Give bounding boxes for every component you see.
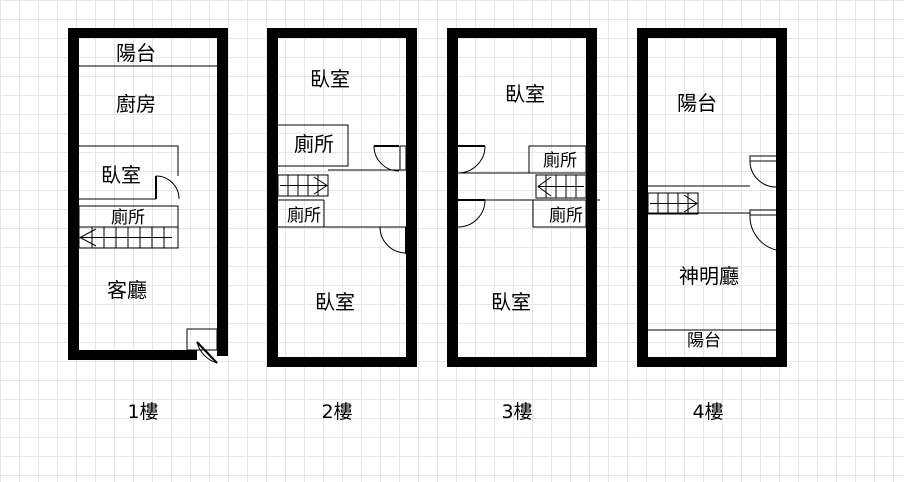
floor-2-wall-left bbox=[267, 28, 278, 367]
floor-3-wall-right bbox=[586, 28, 597, 367]
floor-3-door-a-swing bbox=[457, 145, 486, 174]
floor-2-toilet-b-label: 廁所 bbox=[287, 205, 321, 226]
floor-3-plan: 臥室 廁所 廁所 臥室 bbox=[447, 28, 600, 367]
floor-1-caption: 1樓 bbox=[127, 401, 158, 423]
floor-3-wall-bottom bbox=[447, 357, 597, 367]
floor-4-wall-right bbox=[776, 28, 787, 367]
floor-2-caption: 2樓 bbox=[321, 401, 352, 423]
floor-1-plan: 陽台 廚房 臥室 廁所 客廳 bbox=[68, 28, 228, 364]
floor-1-kitchen-label: 廚房 bbox=[116, 92, 156, 116]
floor-2-toilet-a-partition bbox=[278, 124, 349, 167]
floor-4-balcony-back-label: 陽台 bbox=[687, 331, 721, 351]
floor-2-door-a-frame bbox=[399, 145, 407, 171]
floor-3-door-b-swing bbox=[457, 199, 486, 228]
floor-4-door-b-swing bbox=[749, 214, 777, 251]
floor-4-wall-top bbox=[637, 28, 787, 38]
floor-1-entrance-door-swing bbox=[196, 341, 218, 364]
floor-2-bedroom-front-label: 臥室 bbox=[310, 67, 350, 91]
floor-1-wall-left bbox=[68, 28, 79, 360]
floor-2-bedroom-back-label: 臥室 bbox=[315, 290, 355, 314]
floor-2-wall-right bbox=[406, 28, 417, 367]
floor-4-wall-bottom bbox=[637, 357, 787, 367]
floor-2-wall-top bbox=[267, 28, 417, 38]
floor-4-shrine-hall-label: 神明廳 bbox=[679, 264, 739, 288]
floor-1-bedroom-door-swing bbox=[155, 175, 180, 200]
floor-2-plan: 臥室 廁所 廁所 臥室 bbox=[267, 28, 417, 367]
floor-2-toilet-a-label: 廁所 bbox=[294, 132, 334, 156]
floor-1-bedroom-label: 臥室 bbox=[101, 163, 141, 187]
floor-2-door-b-swing bbox=[379, 226, 407, 254]
floor-3-toilet-a-label: 廁所 bbox=[543, 150, 577, 171]
floor-1-balcony-label: 陽台 bbox=[116, 41, 156, 65]
floor-1-entrance-door bbox=[196, 341, 218, 364]
floor-3-wall-top bbox=[447, 28, 597, 38]
floor-3-toilet-a bbox=[528, 145, 587, 174]
floor-3-bedroom-back-label: 臥室 bbox=[491, 290, 531, 314]
floor-4-door-a-swing bbox=[749, 160, 777, 188]
floor-1-wall-top bbox=[68, 28, 228, 38]
floor-3-caption: 3樓 bbox=[501, 401, 532, 423]
floor-3-stair-block bbox=[535, 174, 587, 199]
floor-2-wall-bottom bbox=[267, 357, 417, 367]
floor-1-living-label: 客廳 bbox=[107, 278, 147, 302]
floor-1-wall-right bbox=[217, 28, 228, 356]
floor-4-wall-left bbox=[637, 28, 648, 367]
floor-1-wall-bottom bbox=[68, 350, 197, 360]
floor-1-bedroom-partition bbox=[79, 145, 179, 176]
floor-4-door-a-frame bbox=[749, 155, 779, 162]
floor-3-toilet-b bbox=[532, 199, 587, 228]
floor-4-door-b-frame bbox=[749, 209, 779, 216]
floor-3-wall-left bbox=[447, 28, 458, 367]
floor-4-plan: 陽台 神明廳 陽台 bbox=[637, 28, 787, 367]
floor-4-caption: 4樓 bbox=[692, 401, 723, 423]
floor-4-stair-block bbox=[647, 192, 699, 215]
floor-2-door-a-swing bbox=[373, 145, 400, 172]
floor-3-toilet-b-label: 廁所 bbox=[549, 205, 583, 226]
floor-1-door-frame bbox=[186, 328, 218, 351]
floor-4-balcony-front-label: 陽台 bbox=[677, 91, 717, 115]
floor-2-stair-block bbox=[277, 174, 329, 197]
floor-3-bedroom-front-label: 臥室 bbox=[505, 82, 545, 106]
floor-1-toilet-label: 廁所 bbox=[111, 207, 145, 228]
